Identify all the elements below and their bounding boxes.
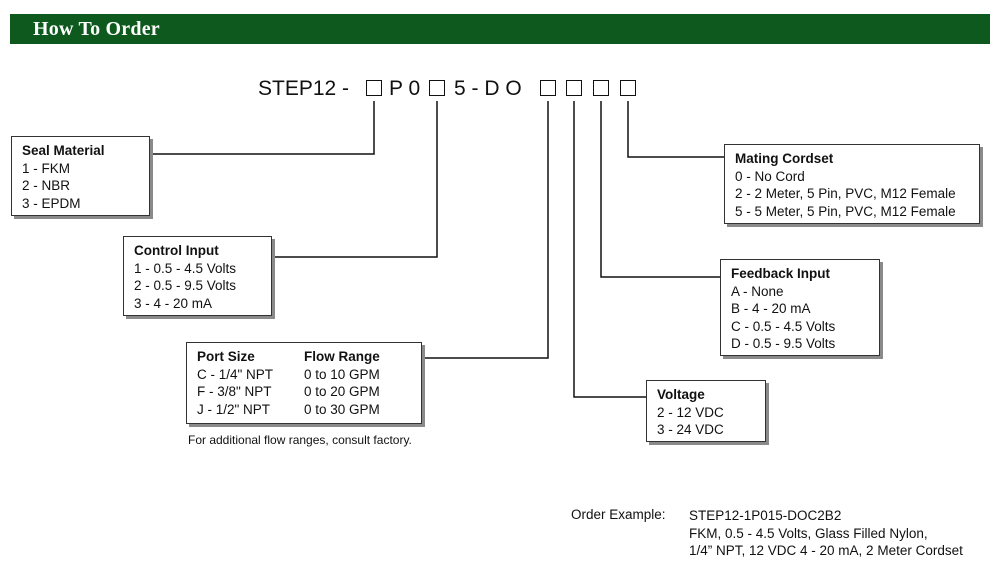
leader-mating-cordset	[627, 101, 724, 158]
code-slot-cordset	[620, 80, 636, 96]
code-slot-seal	[366, 80, 382, 96]
leader-port-size	[422, 101, 549, 359]
cordset-option: 0 - No Cord	[735, 168, 805, 184]
feedback-option: C - 0.5 - 4.5 Volts	[731, 318, 836, 334]
port-option: C - 1/4" NPT	[197, 366, 274, 382]
mating-cordset-box: Mating Cordset 0 - No Cord 2 - 2 Meter, …	[724, 144, 980, 224]
leader-voltage	[573, 101, 646, 398]
port-option: J - 1/2" NPT	[197, 401, 271, 417]
voltage-title: Voltage	[657, 387, 705, 402]
order-example-description: FKM, 0.5 - 4.5 Volts, Glass Filled Nylon…	[689, 525, 928, 541]
leader-seal-material	[150, 101, 375, 155]
seal-material-box: Seal Material 1 - FKM 2 - NBR 3 - EPDM	[11, 136, 150, 216]
feedback-option: D - 0.5 - 9.5 Volts	[731, 336, 836, 351]
control-input-box: Control Input 1 - 0.5 - 4.5 Volts 2 - 0.…	[123, 236, 272, 316]
flow-option: 0 to 10 GPM	[304, 366, 380, 382]
code-mid-2: 5 - D O	[454, 77, 522, 100]
header-bar: How To Order	[10, 14, 990, 44]
order-example-description: 1/4” NPT, 12 VDC 4 - 20 mA, 2 Meter Cord…	[689, 543, 963, 558]
code-slot-port	[540, 80, 556, 96]
order-example-code: STEP12-1P015-DOC2B2	[689, 508, 842, 523]
voltage-option: 2 - 12 VDC	[657, 404, 724, 420]
control-input-title: Control Input	[134, 243, 219, 258]
control-option: 3 - 4 - 20 mA	[134, 295, 213, 311]
flow-range-note: For additional flow ranges, consult fact…	[188, 433, 412, 447]
feedback-option: A - None	[731, 283, 784, 299]
voltage-box: Voltage 2 - 12 VDC 3 - 24 VDC	[646, 380, 766, 442]
mating-cordset-title: Mating Cordset	[735, 151, 834, 166]
port-option: F - 3/8" NPT	[197, 384, 272, 399]
flow-option: 0 to 30 GPM	[304, 401, 380, 417]
code-slot-control	[429, 80, 445, 96]
port-size-box: Port Size Flow Range C - 1/4" NPT 0 to 1…	[186, 342, 422, 424]
feedback-option: B - 4 - 20 mA	[731, 301, 811, 316]
code-slot-voltage	[566, 80, 582, 96]
code-slot-feedback	[593, 80, 609, 96]
leader-control-input	[272, 101, 438, 258]
seal-material-title: Seal Material	[22, 143, 105, 158]
voltage-option: 3 - 24 VDC	[657, 422, 724, 437]
order-example-label: Order Example:	[571, 507, 666, 522]
cordset-option: 5 - 5 Meter, 5 Pin, PVC, M12 Female	[735, 203, 956, 219]
flow-range-title: Flow Range	[304, 349, 380, 364]
order-example: STEP12-1P015-DOC2B2 FKM, 0.5 - 4.5 Volts…	[689, 507, 963, 560]
cordset-option: 2 - 2 Meter, 5 Pin, PVC, M12 Female	[735, 186, 956, 201]
code-mid-1: P 0	[389, 77, 421, 100]
leader-feedback-input	[600, 101, 720, 278]
control-option: 2 - 0.5 - 9.5 Volts	[134, 278, 237, 293]
seal-option: 3 - EPDM	[22, 195, 81, 211]
feedback-input-title: Feedback Input	[731, 266, 831, 281]
port-size-title: Port Size	[197, 349, 255, 364]
flow-option: 0 to 20 GPM	[304, 384, 380, 399]
seal-option: 1 - FKM	[22, 160, 71, 176]
code-prefix: STEP12 -	[258, 77, 350, 100]
page-title: How To Order	[33, 18, 160, 40]
feedback-input-box: Feedback Input A - None B - 4 - 20 mA C …	[720, 259, 880, 356]
control-option: 1 - 0.5 - 4.5 Volts	[134, 260, 237, 276]
seal-option: 2 - NBR	[22, 178, 71, 193]
